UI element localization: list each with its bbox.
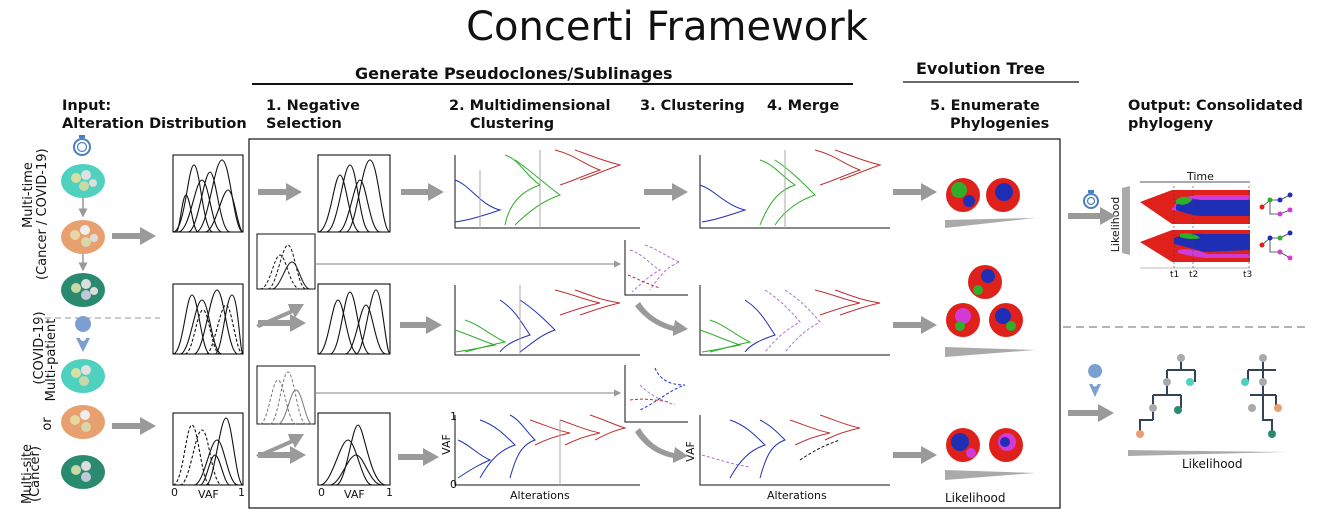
page-title: Concerti Framework (466, 4, 868, 50)
arrow-md-mid (400, 316, 442, 334)
arrow-merge-top (644, 183, 688, 201)
step2-label-line1: 2. Multidimensional (449, 98, 611, 114)
arrow-output-bot (1068, 404, 1114, 422)
output-mini-tree-nodes (1259, 192, 1293, 261)
stopwatch-icon (73, 135, 91, 156)
cell-orange-top (61, 220, 105, 254)
neg-dist-bot (317, 412, 391, 486)
arrow-input-top (112, 227, 156, 245)
input-dist-top (172, 154, 244, 233)
md-axis-alterations: Alterations (510, 489, 570, 502)
neg-axis-one: 1 (386, 486, 393, 499)
step5-label-line2: Phylogenies (950, 116, 1050, 132)
neg-small-mid (256, 233, 316, 290)
arrow-enum-top (893, 183, 937, 201)
neg-dist-mid (317, 283, 391, 355)
neg-dist-top (317, 154, 391, 233)
arrow-split-mid-b (258, 314, 306, 332)
input-axis-vaf: VAF (198, 488, 219, 501)
output-likelihood-wedge (1128, 450, 1285, 456)
merge-panel-top (699, 149, 890, 229)
step1-label-line2: Selection (266, 116, 342, 132)
md-panel-top (454, 149, 640, 229)
output-tree-left (1139, 358, 1196, 434)
arrow-output-top (1068, 207, 1116, 225)
arrow-clust-bot (635, 428, 688, 463)
output-t3-label: t3 (1243, 270, 1253, 280)
output-stopwatch-icon (1083, 190, 1099, 209)
location-pin-icon (75, 316, 92, 352)
enum-axis-likelihood: Likelihood (945, 491, 1006, 505)
neg-small-bot (256, 365, 316, 425)
clust-box-mid (624, 240, 688, 296)
output-label-line2: phylogeny (1128, 116, 1214, 132)
input-label-line2: Alteration Distribution (62, 116, 247, 132)
phylogeny-bot (945, 428, 1035, 480)
neg-axis-zero: 0 (318, 486, 325, 499)
md-axis-zero: 0 (450, 478, 457, 491)
input-label-line1: Input: (62, 98, 112, 114)
md-axis-one: 1 (450, 410, 457, 423)
neg-axis-vaf: VAF (344, 488, 365, 501)
output-label-line1: Output: Consolidated (1128, 98, 1303, 114)
output-location-pin-icon (1088, 364, 1103, 397)
output-t1-label: t1 (1170, 270, 1180, 280)
output-time-label: Time (1187, 170, 1214, 183)
arrow-input-bottom (112, 417, 156, 435)
step4-label: 4. Merge (767, 98, 840, 114)
output-tree-left-nodes (1136, 354, 1194, 438)
output-fishplot (1122, 181, 1250, 269)
arrow-neg-top (258, 183, 302, 201)
arrow-md-bot (398, 448, 439, 466)
output-tree-right-nodes (1241, 354, 1282, 438)
arrow-clust-mid (635, 302, 688, 336)
gray-arrows (112, 183, 1116, 466)
input-dist-mid (172, 283, 244, 355)
cell-darkteal-bottom (61, 455, 105, 489)
step1-label-line1: 1. Negative (266, 98, 360, 114)
cell-darkteal-top (61, 273, 105, 307)
evolution-header: Evolution Tree (916, 59, 1046, 78)
merge-panel-bot (699, 414, 890, 486)
cell-teal-bottom (61, 359, 105, 393)
generate-header: Generate Pseudoclones/Sublinages (355, 64, 673, 83)
arrow-md-top (401, 183, 444, 201)
cell-teal-top (61, 164, 105, 198)
step2-label-line2: Clustering (470, 116, 555, 132)
merge-panel-mid (699, 285, 890, 356)
md-panel-bot (454, 414, 640, 486)
phylogeny-top (945, 178, 1035, 228)
arrow-split-bot-b (258, 446, 306, 464)
arrow-enum-mid (893, 316, 937, 334)
merge-axis-alterations: Alterations (767, 489, 827, 502)
input-dist-bot (172, 412, 244, 486)
phylogeny-mid (945, 265, 1035, 357)
tree-axis-likelihood: Likelihood (1182, 457, 1243, 471)
cell-orange-bottom (61, 405, 105, 439)
step5-label-line1: 5. Enumerate (930, 98, 1040, 114)
step3-label: 3. Clustering (640, 98, 745, 114)
output-mini-trees (1261, 194, 1291, 259)
md-panel-mid (454, 285, 640, 356)
input-axis-one: 1 (238, 486, 245, 499)
output-t2-label: t2 (1189, 270, 1199, 280)
arrow-enum-bot (893, 446, 937, 464)
clust-box-bot (624, 365, 688, 423)
pipeline-box (248, 138, 1061, 509)
output-tree-right (1247, 358, 1277, 434)
input-axis-zero: 0 (171, 486, 178, 499)
